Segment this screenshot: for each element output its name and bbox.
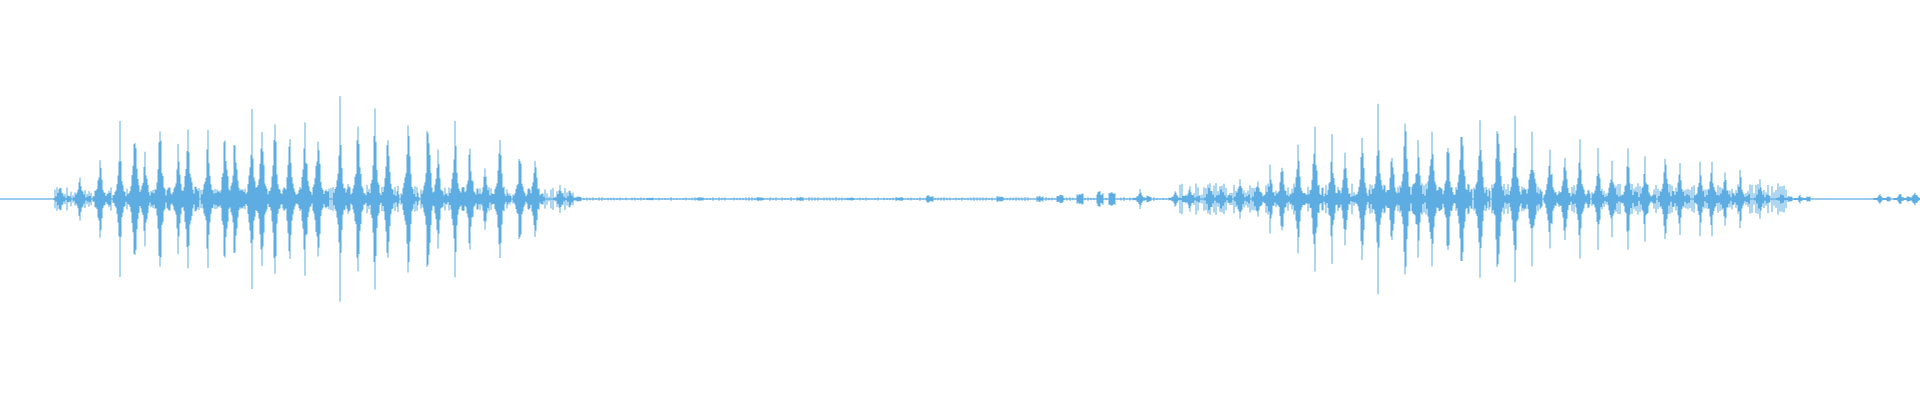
waveform-trace — [0, 96, 1920, 302]
